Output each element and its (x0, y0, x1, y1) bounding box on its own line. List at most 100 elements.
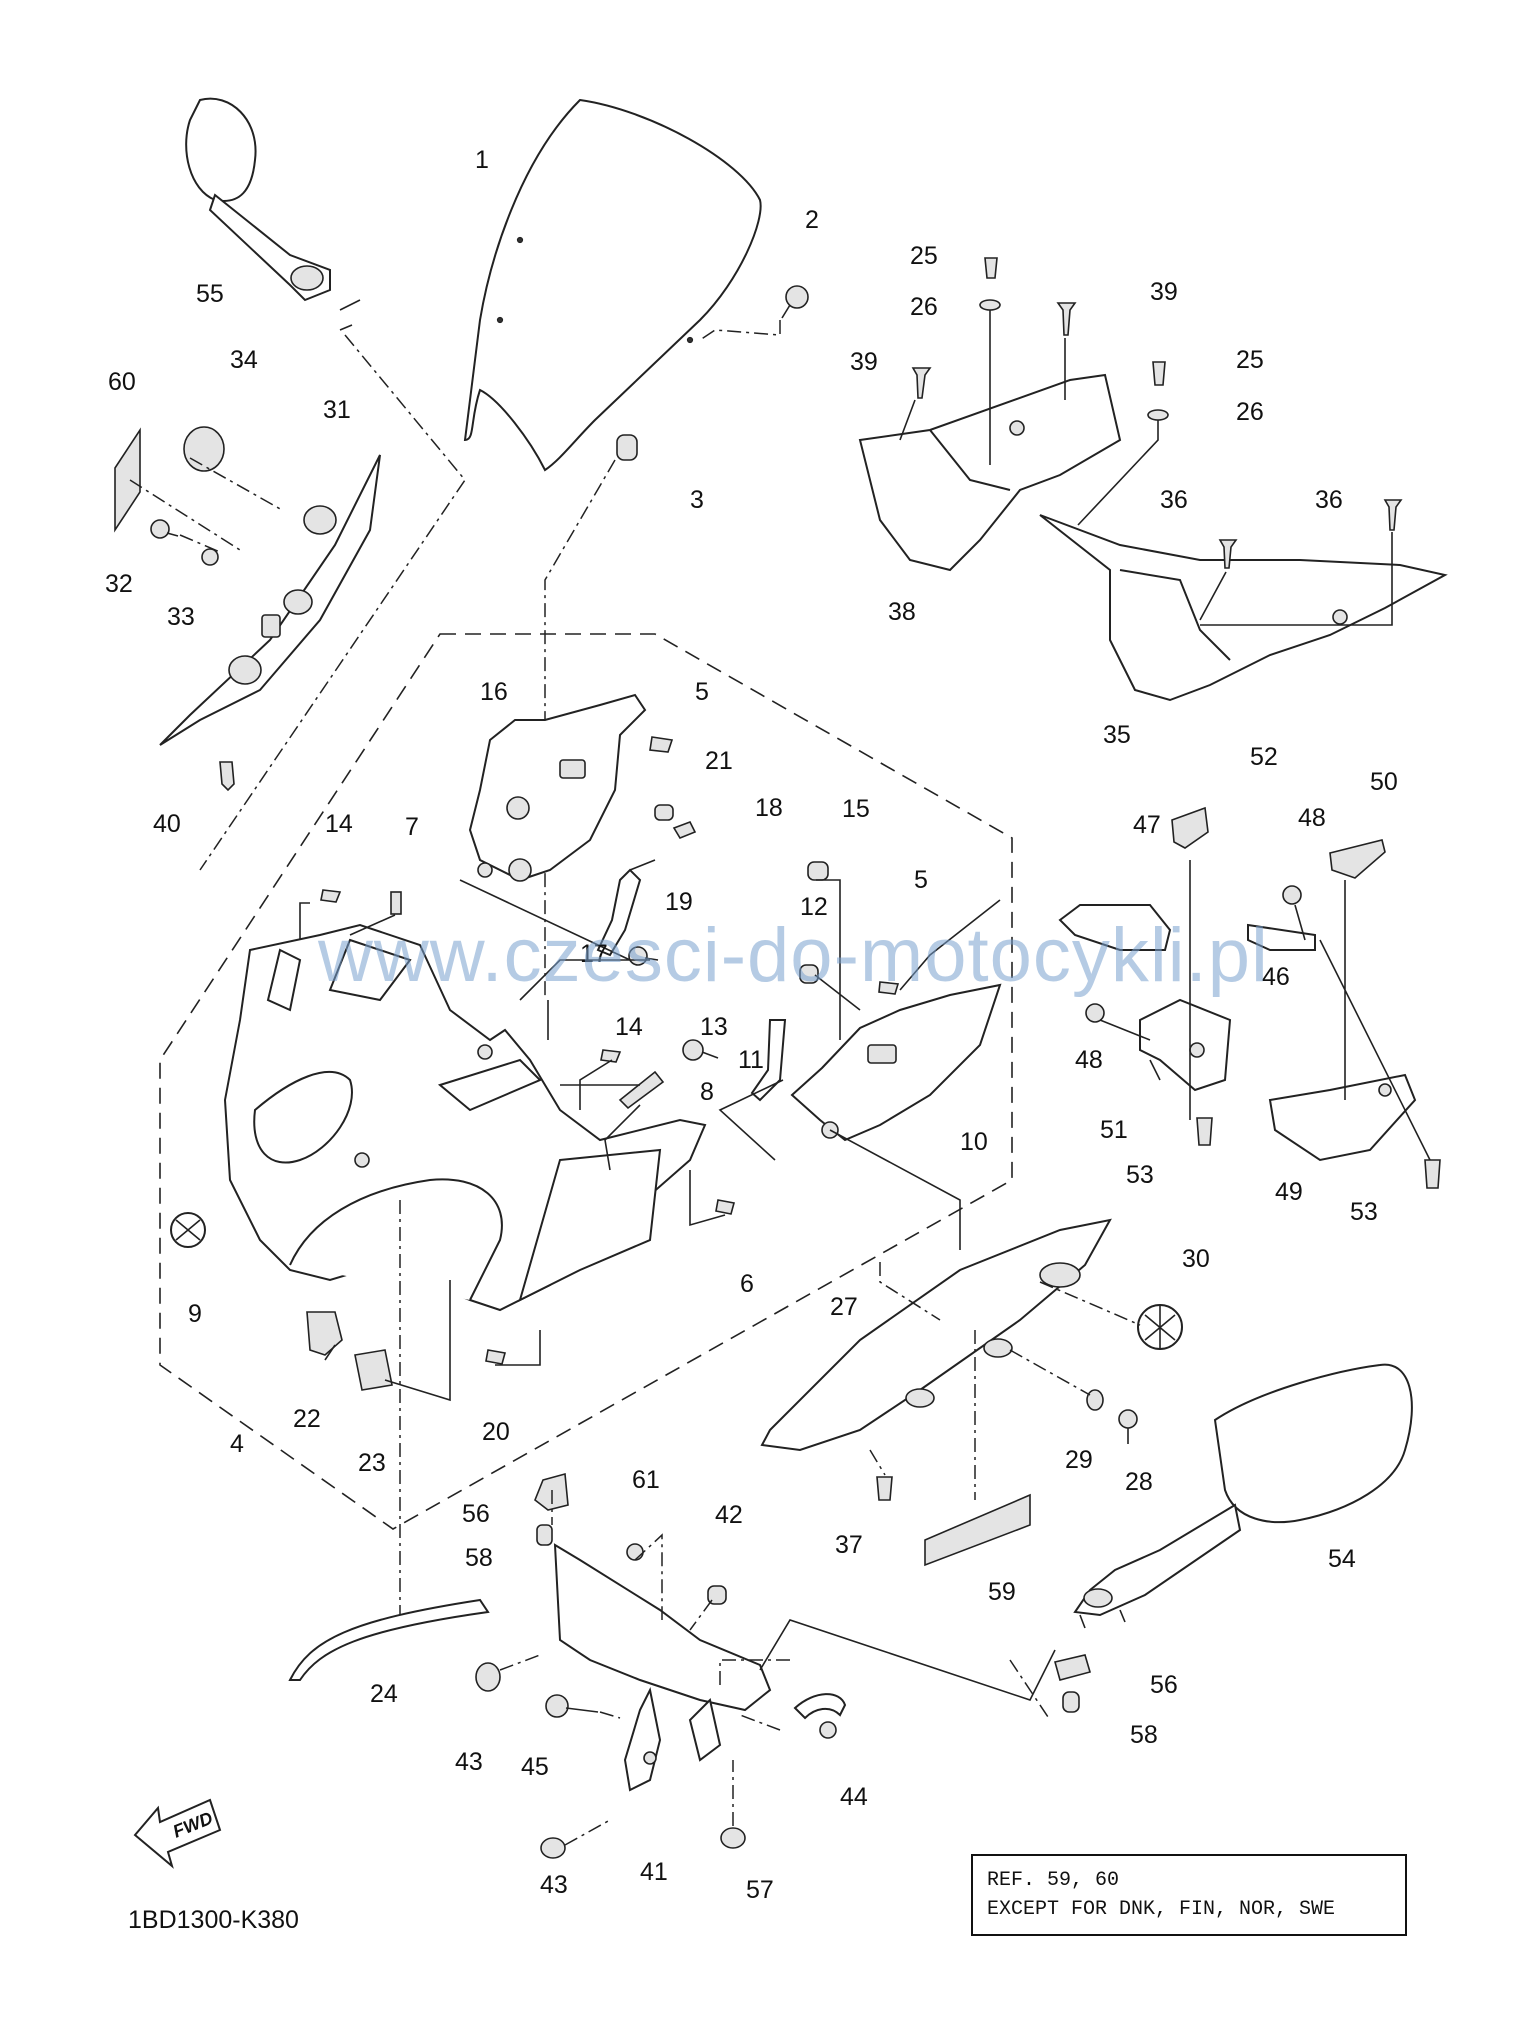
assembly-boundary (159, 633, 1013, 1530)
part-26-washer-a (979, 299, 1001, 311)
part-59-label (924, 1493, 1031, 1567)
catalog-code: 1BD1300-K380 (128, 1906, 299, 1934)
part-17-bracket-stay (596, 859, 656, 957)
callout-27: 27 (830, 1293, 858, 1321)
callout-39: 39 (850, 348, 878, 376)
part-22-clip (306, 1311, 343, 1356)
callout-9: 9 (188, 1300, 202, 1328)
callout-24: 24 (370, 1680, 398, 1708)
part-6-nut (715, 1199, 736, 1215)
callout-15: 15 (842, 795, 870, 823)
part-53-rivet-a (1196, 1117, 1213, 1146)
callout-51: 51 (1100, 1116, 1128, 1144)
callout-45: 45 (521, 1753, 549, 1781)
callout-54: 54 (1328, 1545, 1356, 1573)
callout-56: 56 (1150, 1671, 1178, 1699)
part-15-grommet (807, 861, 829, 881)
callout-25: 25 (1236, 346, 1264, 374)
callout-53: 53 (1126, 1161, 1154, 1189)
part-39-screw-b (911, 367, 932, 399)
callout-5: 5 (695, 678, 709, 706)
callout-26: 26 (1236, 398, 1264, 426)
part-44-clamp (793, 1693, 847, 1739)
part-23-clip (354, 1349, 393, 1391)
reference-note-box: REF. 59, 60 EXCEPT FOR DNK, FIN, NOR, SW… (971, 1854, 1407, 1936)
callout-33: 33 (167, 603, 195, 631)
fwd-arrow-icon: FWD (133, 1798, 222, 1869)
callout-12: 12 (800, 893, 828, 921)
part-57-grommet (720, 1827, 746, 1849)
part-5-nut-b (878, 981, 900, 995)
callout-30: 30 (1182, 1245, 1210, 1273)
part-28-bolt (1118, 1409, 1138, 1444)
part-25-rivet-a (984, 257, 998, 279)
part-32-bolt (150, 519, 179, 539)
callout-42: 42 (715, 1501, 743, 1529)
callout-43: 43 (455, 1748, 483, 1776)
part-34-cap (183, 426, 225, 472)
part-5-nut-a (649, 736, 674, 753)
part-35-inner-duct (1039, 514, 1448, 702)
part-9-grommet (170, 1212, 206, 1248)
part-30-grommet (1137, 1304, 1183, 1350)
callout-52: 52 (1250, 743, 1278, 771)
callout-18: 18 (755, 794, 783, 822)
callout-23: 23 (358, 1449, 386, 1477)
callout-48: 48 (1298, 804, 1326, 832)
part-7-label (390, 891, 402, 915)
callout-17: 17 (580, 940, 608, 968)
callout-4: 4 (230, 1430, 244, 1458)
part-16-bracket (468, 693, 647, 882)
watermark: www.czesci-do-motocykli.pl (318, 913, 1269, 998)
callout-25: 25 (910, 242, 938, 270)
callout-22: 22 (293, 1405, 321, 1433)
callout-43: 43 (540, 1871, 568, 1899)
part-26-washer-b (1147, 409, 1169, 421)
part-48-bolt-a (1282, 885, 1302, 905)
part-58-grommet-a (536, 1524, 553, 1546)
leaders-side-panel (869, 1262, 1141, 1500)
part-53-rivet-b (1424, 1159, 1441, 1189)
part-12-grommet (799, 964, 819, 984)
reference-note-line-2: EXCEPT FOR DNK, FIN, NOR, SWE (987, 1898, 1336, 1921)
callout-53: 53 (1350, 1198, 1378, 1226)
part-24-trim (288, 1598, 490, 1681)
part-36-screw-a (1218, 539, 1238, 569)
callout-28: 28 (1125, 1468, 1153, 1496)
part-37-rivet (876, 1476, 893, 1501)
callout-57: 57 (746, 1876, 774, 1904)
part-3-grommet (616, 434, 638, 461)
part-51-bracket (1139, 998, 1232, 1092)
callout-61: 61 (632, 1466, 660, 1494)
callout-2: 2 (805, 206, 819, 234)
callout-21: 21 (705, 747, 733, 775)
callout-14: 14 (325, 810, 353, 838)
part-29-washer (1086, 1389, 1104, 1411)
leaders-cowling (299, 879, 1001, 1402)
part-48-bolt-b (1085, 1003, 1105, 1023)
part-55-left-mirror (185, 97, 361, 331)
part-33-washer (201, 548, 219, 566)
part-20-nut (485, 1349, 507, 1365)
callout-8: 8 (700, 1078, 714, 1106)
leader-31-group (129, 457, 283, 553)
part-11-stay (750, 1019, 787, 1102)
callout-1: 1 (475, 146, 489, 174)
callout-58: 58 (465, 1544, 493, 1572)
part-56-bracket-b (1054, 1654, 1091, 1681)
part-31-inner-panel (159, 454, 381, 746)
callout-32: 32 (105, 570, 133, 598)
callout-14: 14 (615, 1013, 643, 1041)
part-52-cover (1171, 806, 1209, 849)
callout-35: 35 (1103, 721, 1131, 749)
part-58-grommet-b (1062, 1691, 1080, 1713)
callout-40: 40 (153, 810, 181, 838)
callout-47: 47 (1133, 811, 1161, 839)
part-41-stay (553, 1543, 772, 1792)
part-50-cover (1329, 839, 1386, 879)
reference-note-line-1: REF. 59, 60 (987, 1869, 1120, 1892)
part-27-side-panel (760, 1218, 1112, 1452)
part-14-nut-b (600, 1049, 622, 1063)
callout-39: 39 (1150, 278, 1178, 306)
